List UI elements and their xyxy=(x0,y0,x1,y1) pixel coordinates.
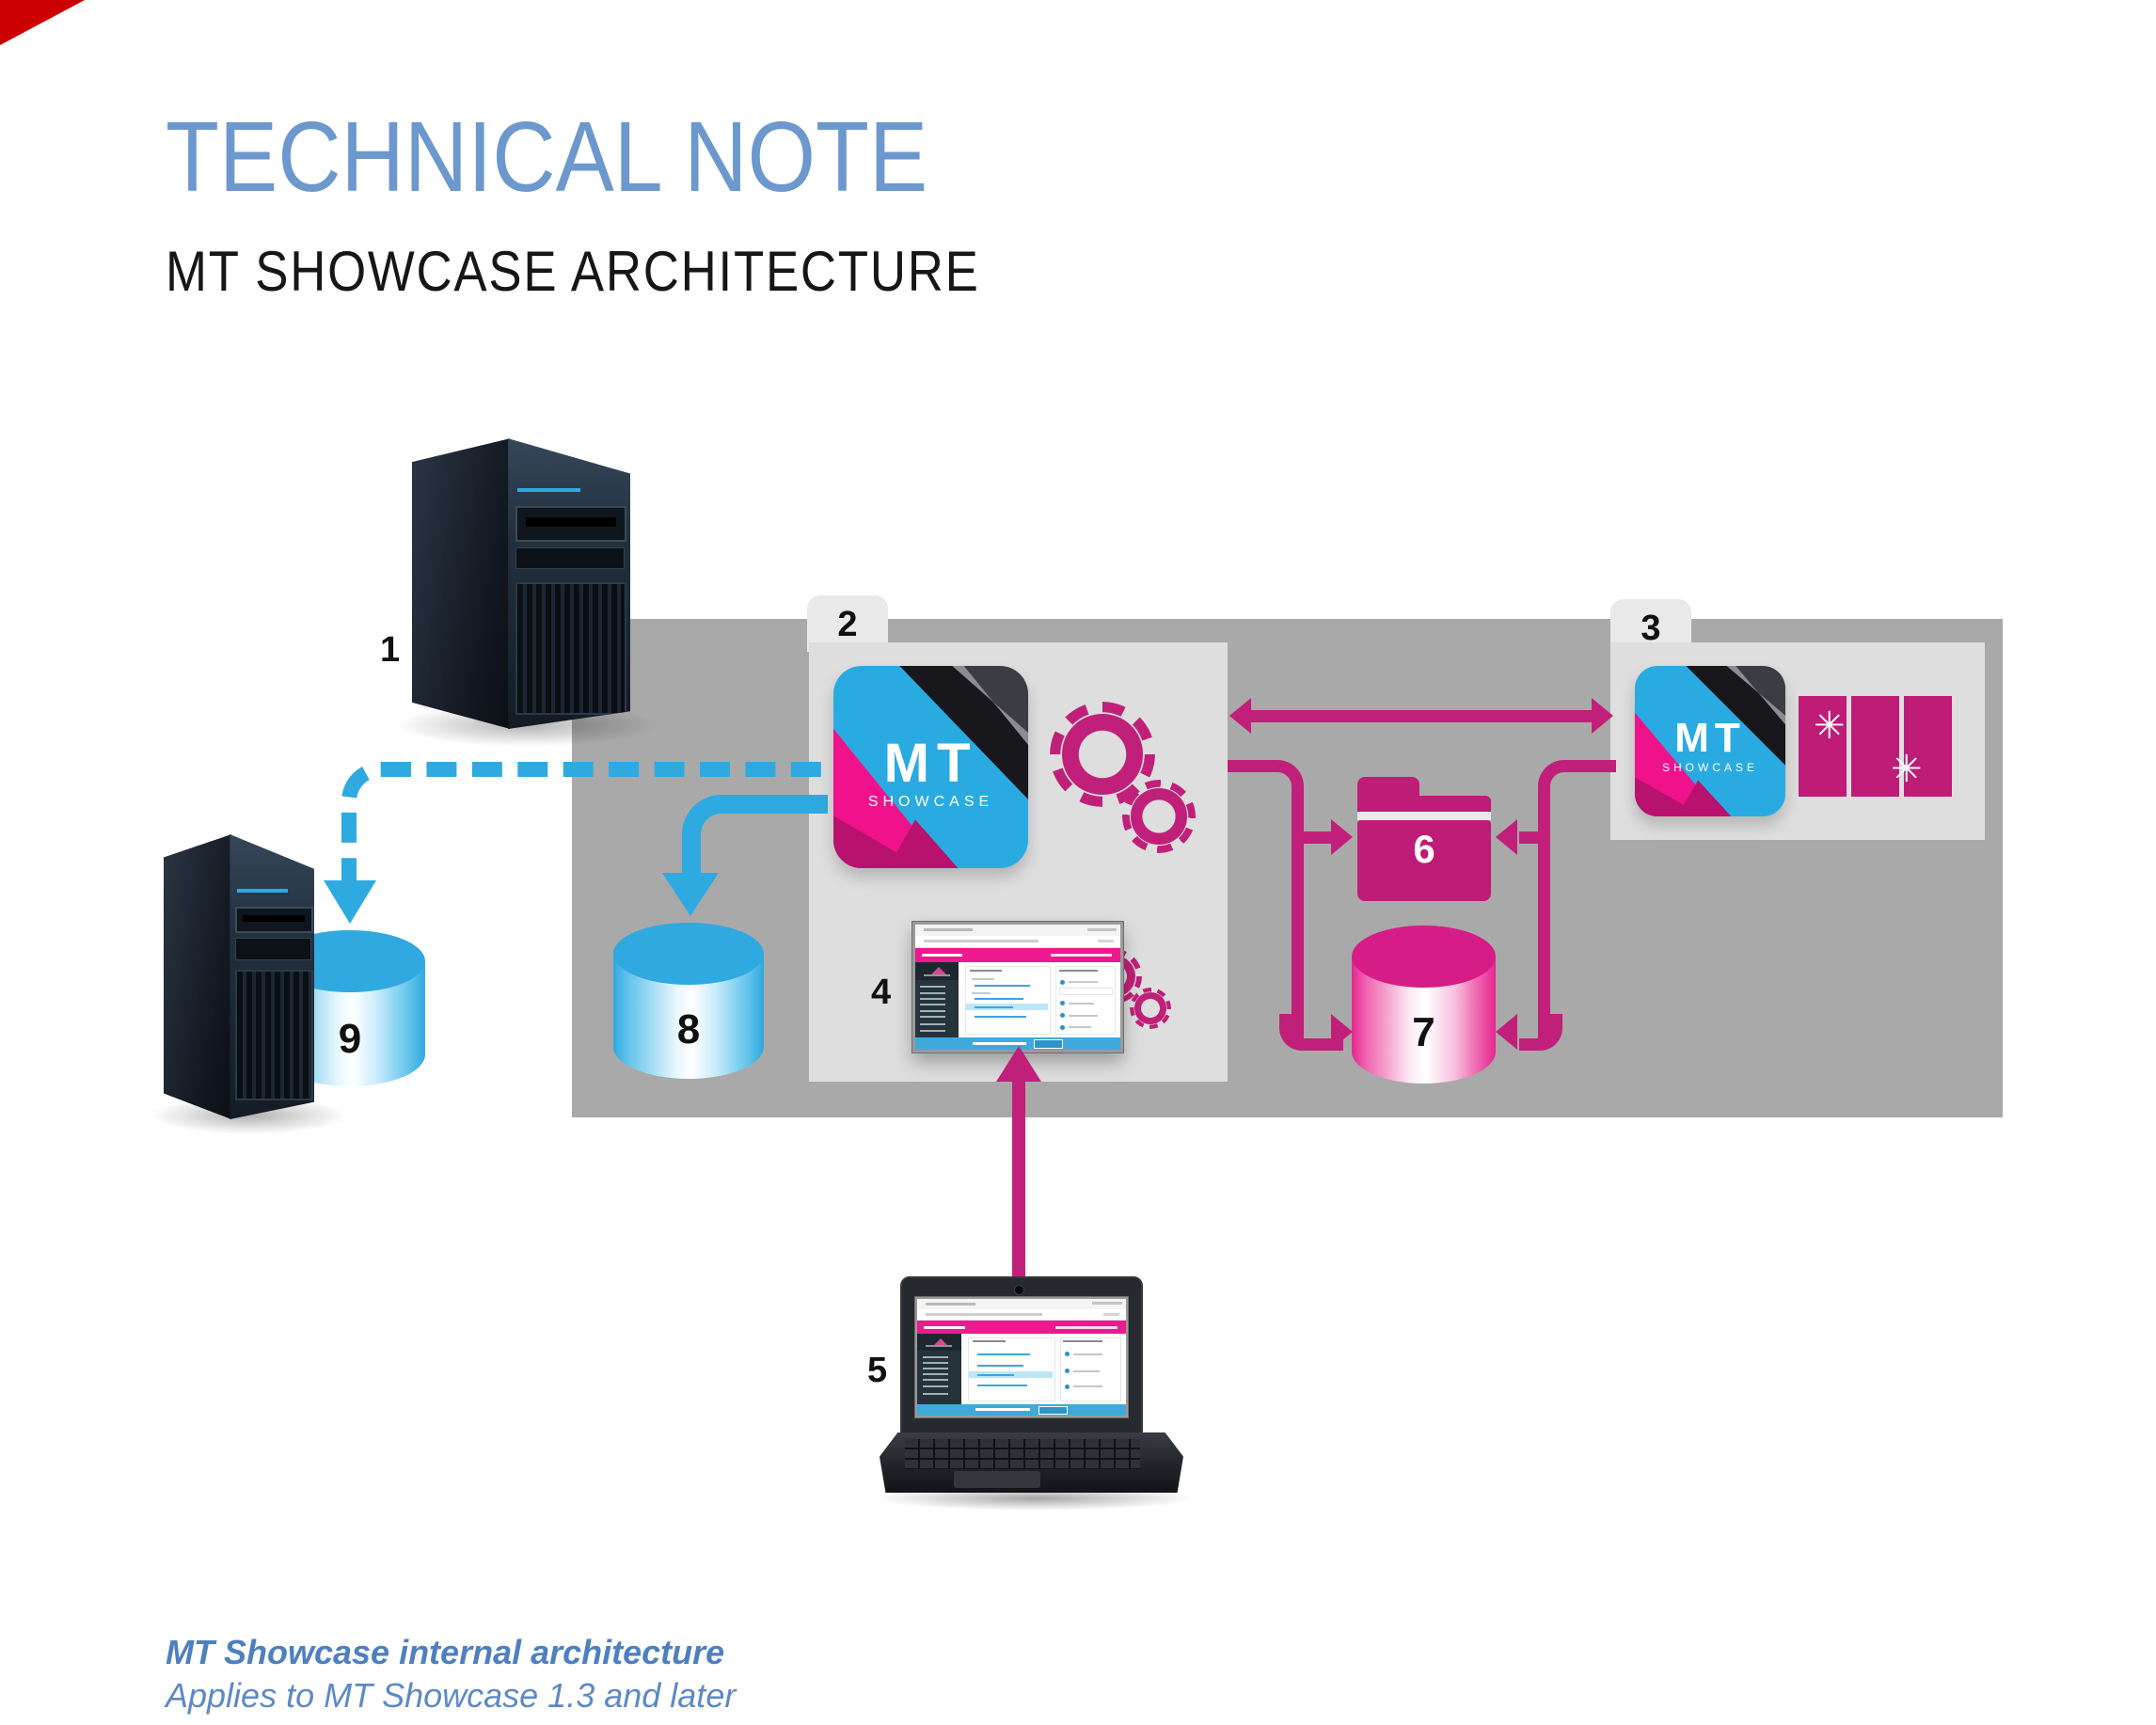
database-cylinder-8: 8 xyxy=(613,923,764,1079)
mt-showcase-app-icon: MT SHOWCASE xyxy=(833,666,1028,868)
page-corner-accent xyxy=(0,0,85,45)
server-player-arrow-left-head xyxy=(1229,698,1251,734)
caption-title: MT Showcase internal architecture xyxy=(166,1633,725,1671)
laptop-keyboard xyxy=(905,1439,1140,1469)
admin-ui-screenshot xyxy=(912,921,1124,1053)
diagram-label-3: 3 xyxy=(1641,609,1661,648)
diagram-label-8: 8 xyxy=(676,1006,701,1052)
solid-db-arrow-head xyxy=(662,873,719,916)
page-title-text: TECHNICAL NOTE xyxy=(166,102,928,213)
page-subtitle-text: MT SHOWCASE ARCHITECTURE xyxy=(166,240,980,303)
player-flow-arrow-db xyxy=(1496,1014,1517,1050)
mt-logo-tagline: SHOWCASE xyxy=(1661,761,1758,774)
database-cylinder-7: 7 xyxy=(1352,926,1496,1084)
player-panel xyxy=(1851,696,1899,797)
server-player-arrow-right-head xyxy=(1592,698,1613,734)
dashed-sync-arrow-head xyxy=(324,880,376,924)
page-subtitle: MT SHOWCASE ARCHITECTURE xyxy=(166,239,1091,304)
player-flow-line xyxy=(1538,760,1616,1045)
dashed-sync-arrow-line xyxy=(341,762,824,894)
player-flow-arrow-folder xyxy=(1496,819,1517,855)
upload-arrow-head xyxy=(996,1046,1041,1082)
server-flow-arrow-folder xyxy=(1331,819,1353,855)
player-flow-branch xyxy=(1519,831,1538,844)
mt-logo-text: MT xyxy=(1674,715,1746,761)
laptop-admin-ui xyxy=(914,1296,1129,1418)
admin-sidebar xyxy=(915,961,959,1037)
server-tower-icon-2 xyxy=(164,831,314,1119)
player-panel xyxy=(1904,696,1952,797)
mt-logo-tagline: SHOWCASE xyxy=(867,794,994,810)
server-tower-icon-1 xyxy=(412,435,630,729)
mt-logo-text: MT xyxy=(883,733,978,794)
diagram-label-7: 7 xyxy=(1412,1009,1435,1055)
diagram-label-2: 2 xyxy=(837,605,858,644)
gear-icon xyxy=(1123,981,1178,1036)
asterisk-icon: ✳ xyxy=(1814,705,1846,747)
admin-header-bar xyxy=(915,947,1120,962)
laptop-trackpad xyxy=(954,1471,1040,1488)
server-flow-arrow-db xyxy=(1331,1014,1353,1050)
mt-showcase-player-icon: MT SHOWCASE xyxy=(1635,666,1785,816)
browser-titlebar xyxy=(915,925,1120,936)
diagram-label-1: 1 xyxy=(380,630,401,670)
diagram-label-6: 6 xyxy=(1413,827,1435,871)
solid-db-arrow-line xyxy=(682,795,828,894)
admin-content xyxy=(958,961,1120,1037)
page-title: TECHNICAL NOTE xyxy=(166,102,1032,213)
media-folder-icon: 6 xyxy=(1357,777,1491,901)
diagram-label-5: 5 xyxy=(867,1351,888,1390)
browser-addressbar xyxy=(915,935,1120,948)
server-flow-line xyxy=(1228,760,1304,1045)
server-flow-branch xyxy=(1292,831,1331,844)
diagram-label-4: 4 xyxy=(871,973,892,1012)
gear-icon xyxy=(1111,768,1207,864)
diagram-label-9: 9 xyxy=(338,1016,362,1062)
caption-subtitle: Applies to MT Showcase 1.3 and later xyxy=(166,1676,737,1715)
player-panel xyxy=(1799,696,1847,797)
asterisk-icon: ✳ xyxy=(1891,749,1923,790)
upload-arrow-shaft xyxy=(1012,1080,1025,1281)
webcam-icon xyxy=(1014,1285,1024,1295)
server-player-arrow-shaft xyxy=(1251,710,1592,722)
admin-footer-bar xyxy=(915,1037,1120,1050)
